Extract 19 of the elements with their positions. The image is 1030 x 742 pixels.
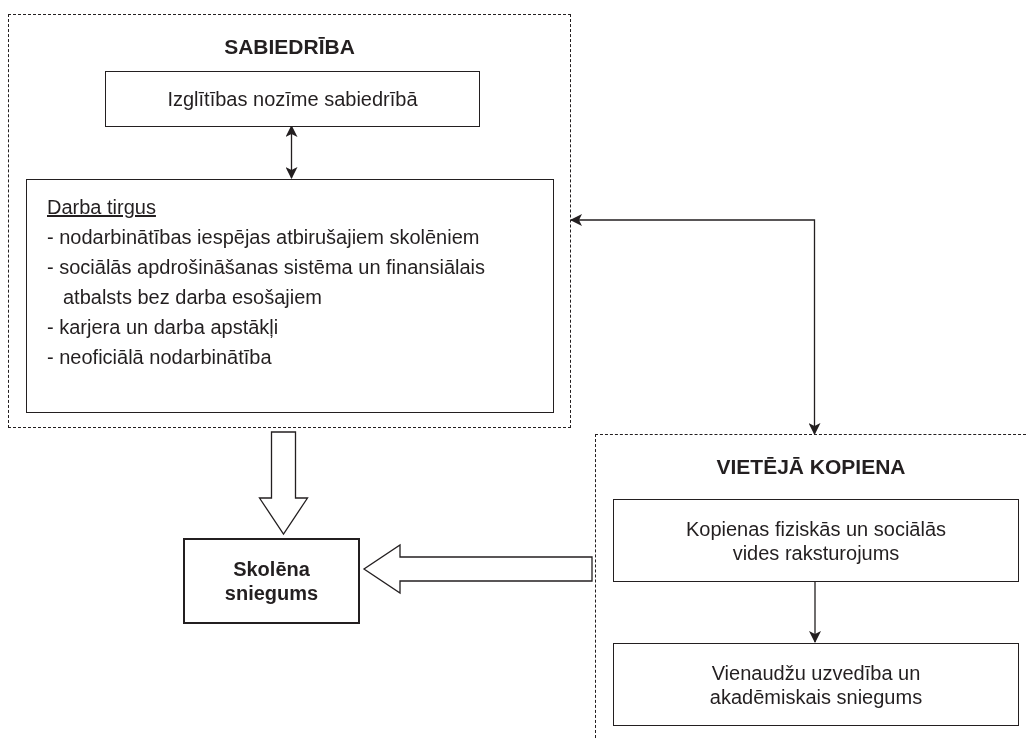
arrow (570, 214, 821, 435)
list-item: - sociālās apdrošināšanas sistēma un finansiālais atbalsts bez darba esošajiem (47, 255, 486, 310)
list-item: - karjera un darba apstākļi (47, 315, 279, 340)
list-heading: Darba tirgus (47, 195, 156, 220)
group-title: VIETĒJĀ KOPIENA (716, 455, 906, 479)
list-box (26, 179, 554, 413)
list-item: - neoficiālā nodarbinātība (47, 345, 272, 370)
arrow (285, 125, 298, 179)
block-arrow (258, 431, 309, 536)
group-title: SABIEDRĪBA (224, 35, 355, 59)
process-box: Vienaudžu uzvedība un akadēmiskais sniegums (613, 643, 1019, 726)
process-box: Kopienas fiziskās un sociālās vides raksturojums (613, 499, 1019, 582)
list-item: - nodarbinātības iespējas atbirušajiem skolēniem (47, 225, 480, 250)
outcome-box: Skolēna sniegums (183, 538, 360, 624)
dashed-group-frame (8, 14, 571, 428)
dashed-group-frame (595, 434, 1026, 738)
arrow (809, 580, 821, 643)
block-arrow (362, 543, 593, 595)
process-box: Izglītības nozīme sabiedrībā (105, 71, 480, 127)
